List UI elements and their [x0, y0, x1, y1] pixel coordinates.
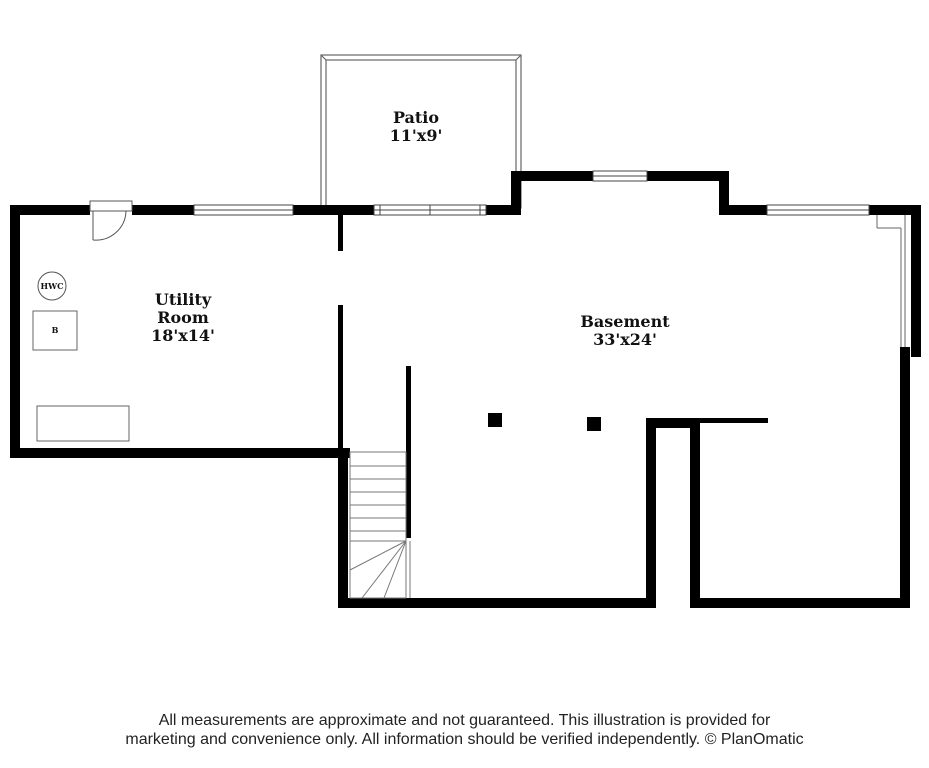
walls [10, 171, 921, 608]
utility-room-label: Utility Room 18'x14' [123, 291, 243, 345]
patio-label: Patio 11'x9' [356, 109, 476, 145]
boiler: B [32, 310, 78, 351]
counter [36, 405, 130, 442]
utility-dims: 18'x14' [151, 326, 215, 345]
stairs [349, 451, 411, 599]
utility-door [89, 200, 133, 241]
hot-water-label: HWC [41, 281, 64, 291]
boiler-label: B [52, 325, 59, 335]
utility-name-line2: Room [157, 308, 209, 327]
disclaimer-line1: All measurements are approximate and not… [158, 712, 771, 729]
utility-name-line1: Utility [154, 290, 212, 309]
patio-dims: 11'x9' [389, 126, 443, 145]
floor-plan: HWC B [10, 54, 921, 608]
hot-water-heater: HWC [37, 271, 67, 301]
patio-name: Patio [392, 108, 440, 127]
basement-label: Basement 33'x24' [555, 313, 695, 349]
basement-dims: 33'x24' [593, 330, 657, 349]
disclaimer: All measurements are approximate and not… [0, 711, 929, 749]
disclaimer-line2: marketing and convenience only. All info… [125, 731, 804, 748]
windows [193, 170, 870, 216]
exterior-door-right [876, 215, 906, 347]
basement-name: Basement [580, 312, 670, 331]
